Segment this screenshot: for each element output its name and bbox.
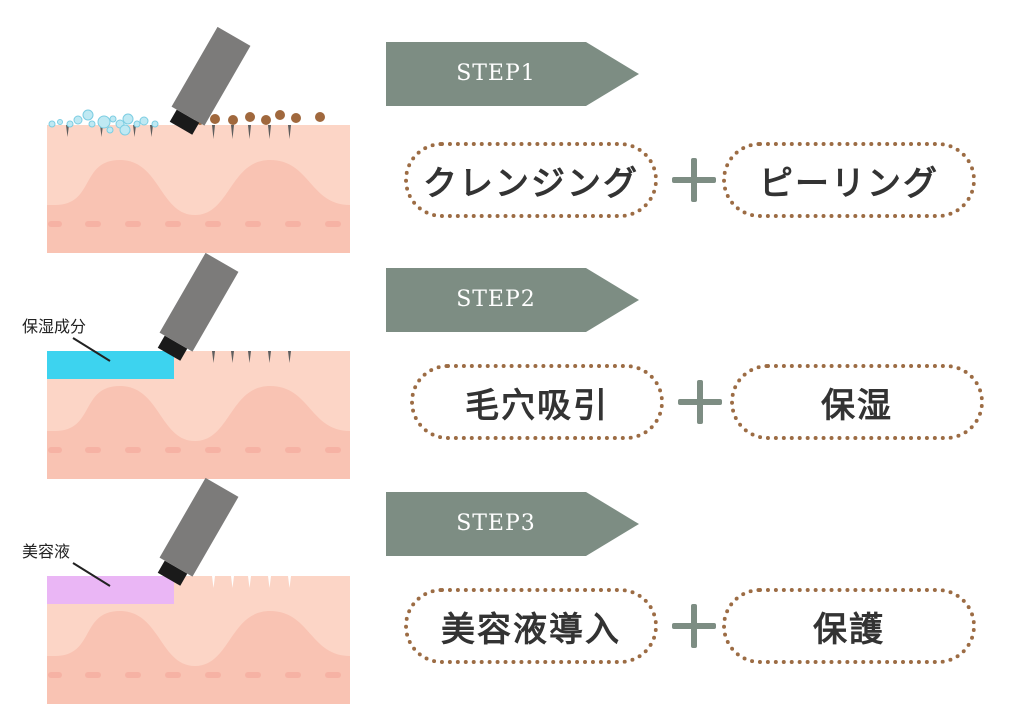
step1-illustration <box>47 26 350 253</box>
step3-protect-pill: 保護 <box>722 588 976 664</box>
pore-icon <box>66 125 291 139</box>
skin-wave <box>47 160 350 253</box>
moisture-layer <box>47 351 174 379</box>
device-icon <box>169 26 251 135</box>
step2-moisturize-pill: 保湿 <box>730 364 984 440</box>
step3-banner: STEP3 <box>386 492 641 556</box>
step2-banner: STEP2 <box>386 268 641 332</box>
step3-label: STEP3 <box>456 511 536 536</box>
dermis-dashes <box>48 672 341 678</box>
step3-illustration <box>47 477 350 704</box>
moisture-callout: 保湿成分 <box>22 317 87 336</box>
pore-icon <box>212 576 291 588</box>
dirt-icon <box>195 110 325 125</box>
serum-callout: 美容液 <box>22 542 71 561</box>
step1-peeling-pill: ピーリング <box>722 142 976 218</box>
plus-icon <box>678 380 722 424</box>
step2-illustration <box>47 252 350 479</box>
pore-icon <box>212 351 291 363</box>
dermis-dashes <box>48 221 341 227</box>
callout-line <box>72 337 111 362</box>
plus-icon <box>672 158 716 202</box>
callout-line <box>72 562 111 587</box>
serum-layer <box>47 576 174 604</box>
step3-serum-infusion-pill: 美容液導入 <box>404 588 658 664</box>
device-icon <box>157 477 239 586</box>
bubble-icon <box>48 109 159 136</box>
device-icon <box>157 252 239 361</box>
step1-cleansing-pill: クレンジング <box>404 142 658 218</box>
plus-icon <box>672 604 716 648</box>
skin-wave <box>47 611 350 704</box>
step1-banner: STEP1 <box>386 42 641 106</box>
dermis-dashes <box>48 447 341 453</box>
step2-pore-suction-pill: 毛穴吸引 <box>410 364 664 440</box>
step2-label: STEP2 <box>456 287 536 312</box>
step1-label: STEP1 <box>456 61 536 86</box>
skin-wave <box>47 386 350 479</box>
